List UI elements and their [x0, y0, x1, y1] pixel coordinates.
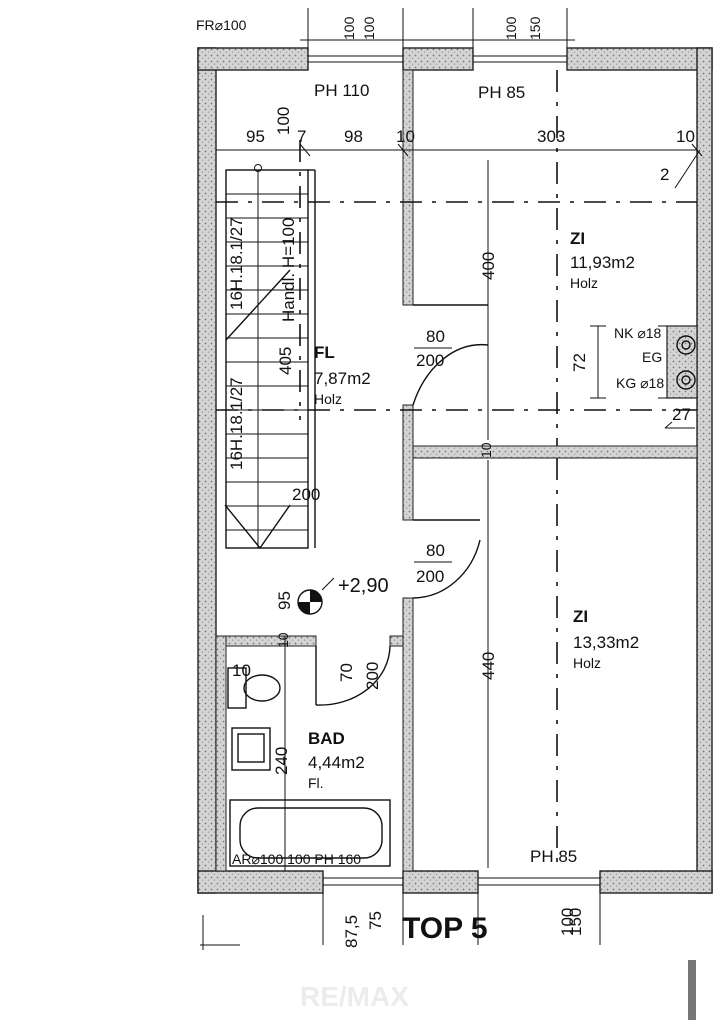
- vdim-440: 440: [479, 652, 498, 680]
- bottom-dimension-lines: [200, 893, 601, 950]
- bottom-dim-4: 150: [566, 908, 585, 936]
- room1-code: ZI: [570, 229, 585, 248]
- scan-shadow: [688, 960, 696, 1020]
- hdim-303: 303: [537, 127, 565, 146]
- vdim-95: 95: [275, 591, 294, 610]
- hdim-98: 98: [344, 127, 363, 146]
- vdim-405: 405: [276, 347, 295, 375]
- shaft-icon: [658, 325, 696, 399]
- bad-10: 10: [232, 661, 251, 680]
- watermark: RE/MAX: [300, 981, 409, 1012]
- vdim-27: 27: [672, 405, 691, 424]
- level-label: +2,90: [338, 575, 389, 597]
- bottom-dim-3: 100: [558, 908, 577, 936]
- horizontal-dimension-line: [216, 143, 703, 157]
- handrail-label: Handl. H=100: [279, 218, 298, 322]
- door-fl-zi1: [412, 304, 489, 406]
- vertical-dimension-lines: [284, 160, 606, 871]
- sink-icon: [231, 727, 271, 771]
- vdim-200: 200: [292, 485, 320, 504]
- room2-floor: Holz: [314, 391, 342, 407]
- shaft-eg: EG: [642, 349, 662, 365]
- corner-marks: [664, 149, 701, 429]
- shaft-kg: KG ⌀18: [616, 375, 664, 391]
- room3-code: ZI: [573, 607, 588, 626]
- corner-label: FR⌀100: [196, 17, 247, 33]
- vdim-2: 2: [660, 165, 669, 184]
- door1-width: 80: [426, 327, 445, 346]
- vdim-400: 400: [479, 252, 498, 280]
- room2-area: 7,87m2: [314, 369, 371, 388]
- bathtub-icon: [229, 799, 391, 867]
- room4-floor: Fl.: [308, 775, 324, 791]
- vdim-10b: 10: [478, 442, 494, 458]
- shaft-nk: NK ⌀18: [614, 325, 662, 341]
- door2-width: 80: [426, 541, 445, 560]
- stair-label-top: 16H.18.1/27: [227, 217, 246, 310]
- ph-label-2: PH 85: [478, 83, 525, 102]
- room4-area: 4,44m2: [308, 753, 365, 772]
- door-bad: [315, 645, 391, 706]
- room1-floor: Holz: [570, 275, 598, 291]
- door-fl-zi2: [412, 519, 481, 599]
- ph-label-3: PH 85: [530, 847, 577, 866]
- room3-area: 13,33m2: [573, 633, 639, 652]
- toilet-icon: [227, 667, 281, 709]
- vdim-240: 240: [272, 747, 291, 775]
- ph-label-1: PH 110: [314, 81, 369, 100]
- hdim-10a: 10: [396, 127, 415, 146]
- door3-width: 70: [337, 663, 356, 682]
- plan-title: TOP 5: [402, 912, 488, 945]
- top-dim-2: 100: [361, 16, 377, 40]
- top-dim-3: 100: [503, 16, 519, 40]
- top-dimension-lines: [300, 8, 575, 48]
- hdim-7: 7: [297, 127, 306, 146]
- vdim-100: 100: [274, 107, 293, 135]
- room3-floor: Holz: [573, 655, 601, 671]
- door1-height: 200: [416, 351, 444, 370]
- room2-code: FL: [314, 343, 335, 362]
- level-marker-icon: [297, 577, 335, 615]
- top-dim-4: 150: [527, 16, 543, 40]
- hdim-10b: 10: [676, 127, 695, 146]
- bottom-left-label: AR⌀100 100 PH 160: [232, 851, 361, 867]
- bottom-dim-2: 75: [366, 911, 385, 930]
- hdim-95: 95: [246, 127, 265, 146]
- room4-code: BAD: [308, 729, 345, 748]
- door3-height: 200: [363, 662, 382, 690]
- door2-height: 200: [416, 567, 444, 586]
- windows: [308, 55, 600, 886]
- bottom-dim-1: 87,5: [342, 915, 361, 948]
- vdim-72: 72: [570, 353, 589, 372]
- top-dim-1: 100: [341, 16, 357, 40]
- walls: [197, 47, 713, 894]
- staircase: [224, 164, 316, 550]
- room1-area: 11,93m2: [570, 253, 635, 272]
- stair-label-bottom: 16H.18.1/27: [227, 377, 246, 470]
- labels: FR⌀100 100 100 100 150 PH 110 PH 85 PH 8…: [196, 16, 695, 1012]
- vdim-10a: 10: [275, 632, 291, 648]
